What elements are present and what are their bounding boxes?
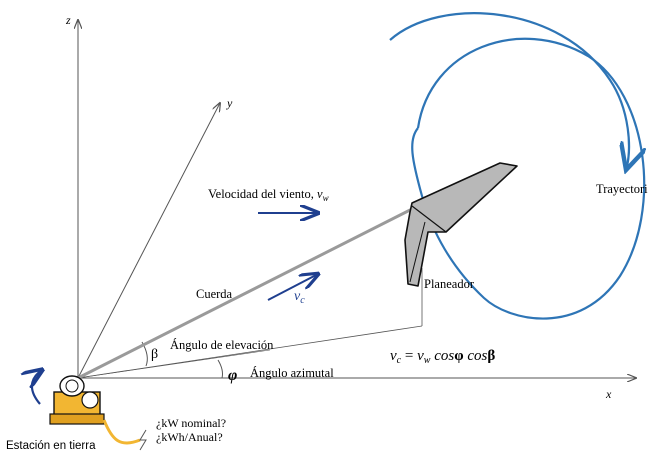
cord-label: Cuerda <box>196 287 233 301</box>
wind-label: Velocidad del viento, vw <box>208 187 329 203</box>
trajectory-label: Trayectori <box>596 182 648 196</box>
lightning-icon <box>139 429 147 451</box>
ground-projection-line <box>77 325 423 379</box>
glider-label: Planeador <box>424 277 475 291</box>
glider <box>404 162 518 287</box>
vc-label: vc <box>294 289 305 306</box>
formula: vc = vw cosφ cosβ <box>390 348 495 366</box>
elevation-ref-line <box>77 349 271 379</box>
x-axis-label: x <box>605 387 612 401</box>
kwh-annual-label: ¿kWh/Anual? <box>156 430 223 444</box>
ground-station-icon <box>49 375 105 425</box>
azimuth-angle-label: Ángulo azimutal <box>250 366 334 380</box>
trajectory-outer-arc <box>389 12 629 170</box>
phi-arc <box>217 359 223 379</box>
rotation-arrow <box>32 370 42 405</box>
y-axis <box>77 103 220 379</box>
vc-arrow <box>267 274 318 301</box>
beta-symbol: β <box>151 347 158 362</box>
z-axis-label: z <box>65 13 71 27</box>
y-axis-label: y <box>226 96 233 110</box>
power-cable <box>102 419 141 445</box>
elevation-angle-label: Ángulo de elevación <box>170 338 274 352</box>
kw-nominal-label: ¿kW nominal? <box>156 416 226 430</box>
cord-line <box>77 205 417 380</box>
phi-symbol: φ <box>228 367 237 384</box>
ground-station-label: Estación en tierra <box>6 440 96 452</box>
